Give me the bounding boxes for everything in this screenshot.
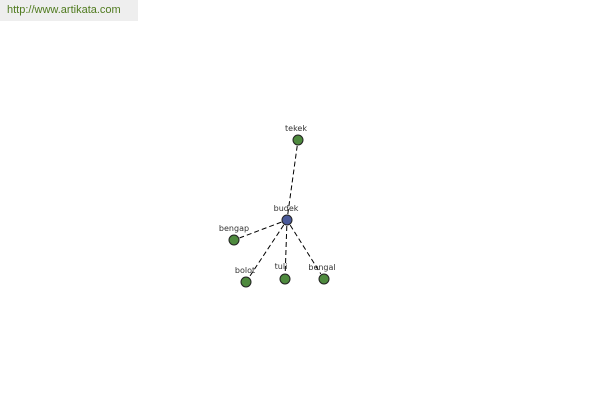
node-label-budek[interactable]: budek	[274, 204, 299, 213]
edge-budek-tekek	[287, 145, 298, 215]
node-label-bengal[interactable]: bengal	[308, 263, 335, 272]
node-label-bengap[interactable]: bengap	[219, 224, 249, 233]
node-bolot[interactable]: bolot	[235, 266, 255, 288]
node-dot-bengap[interactable]	[228, 234, 240, 246]
node-bengap[interactable]: bengap	[219, 224, 249, 246]
nodes-layer: budek tekek bengap bolot tuli bengal	[219, 124, 336, 288]
source-url[interactable]: http://www.artikata.com	[7, 4, 121, 16]
node-dot-bolot[interactable]	[240, 276, 252, 288]
node-dot-bengal[interactable]	[318, 273, 330, 285]
edge-budek-bolot	[248, 224, 285, 278]
node-dot-tuli[interactable]	[279, 273, 291, 285]
node-tuli[interactable]: tuli	[275, 262, 291, 285]
node-dot-tekek[interactable]	[292, 134, 304, 146]
node-bengal[interactable]: bengal	[308, 263, 336, 285]
edge-budek-bengal	[289, 224, 322, 275]
node-dot-budek[interactable]	[281, 214, 293, 226]
edges-layer	[239, 145, 322, 278]
node-budek[interactable]: budek	[274, 204, 299, 226]
node-label-bolot[interactable]: bolot	[235, 266, 255, 275]
source-banner: http://www.artikata.com	[0, 0, 138, 21]
node-label-tekek[interactable]: tekek	[285, 124, 307, 133]
node-tekek[interactable]: tekek	[285, 124, 307, 146]
node-label-tuli[interactable]: tuli	[275, 262, 288, 271]
